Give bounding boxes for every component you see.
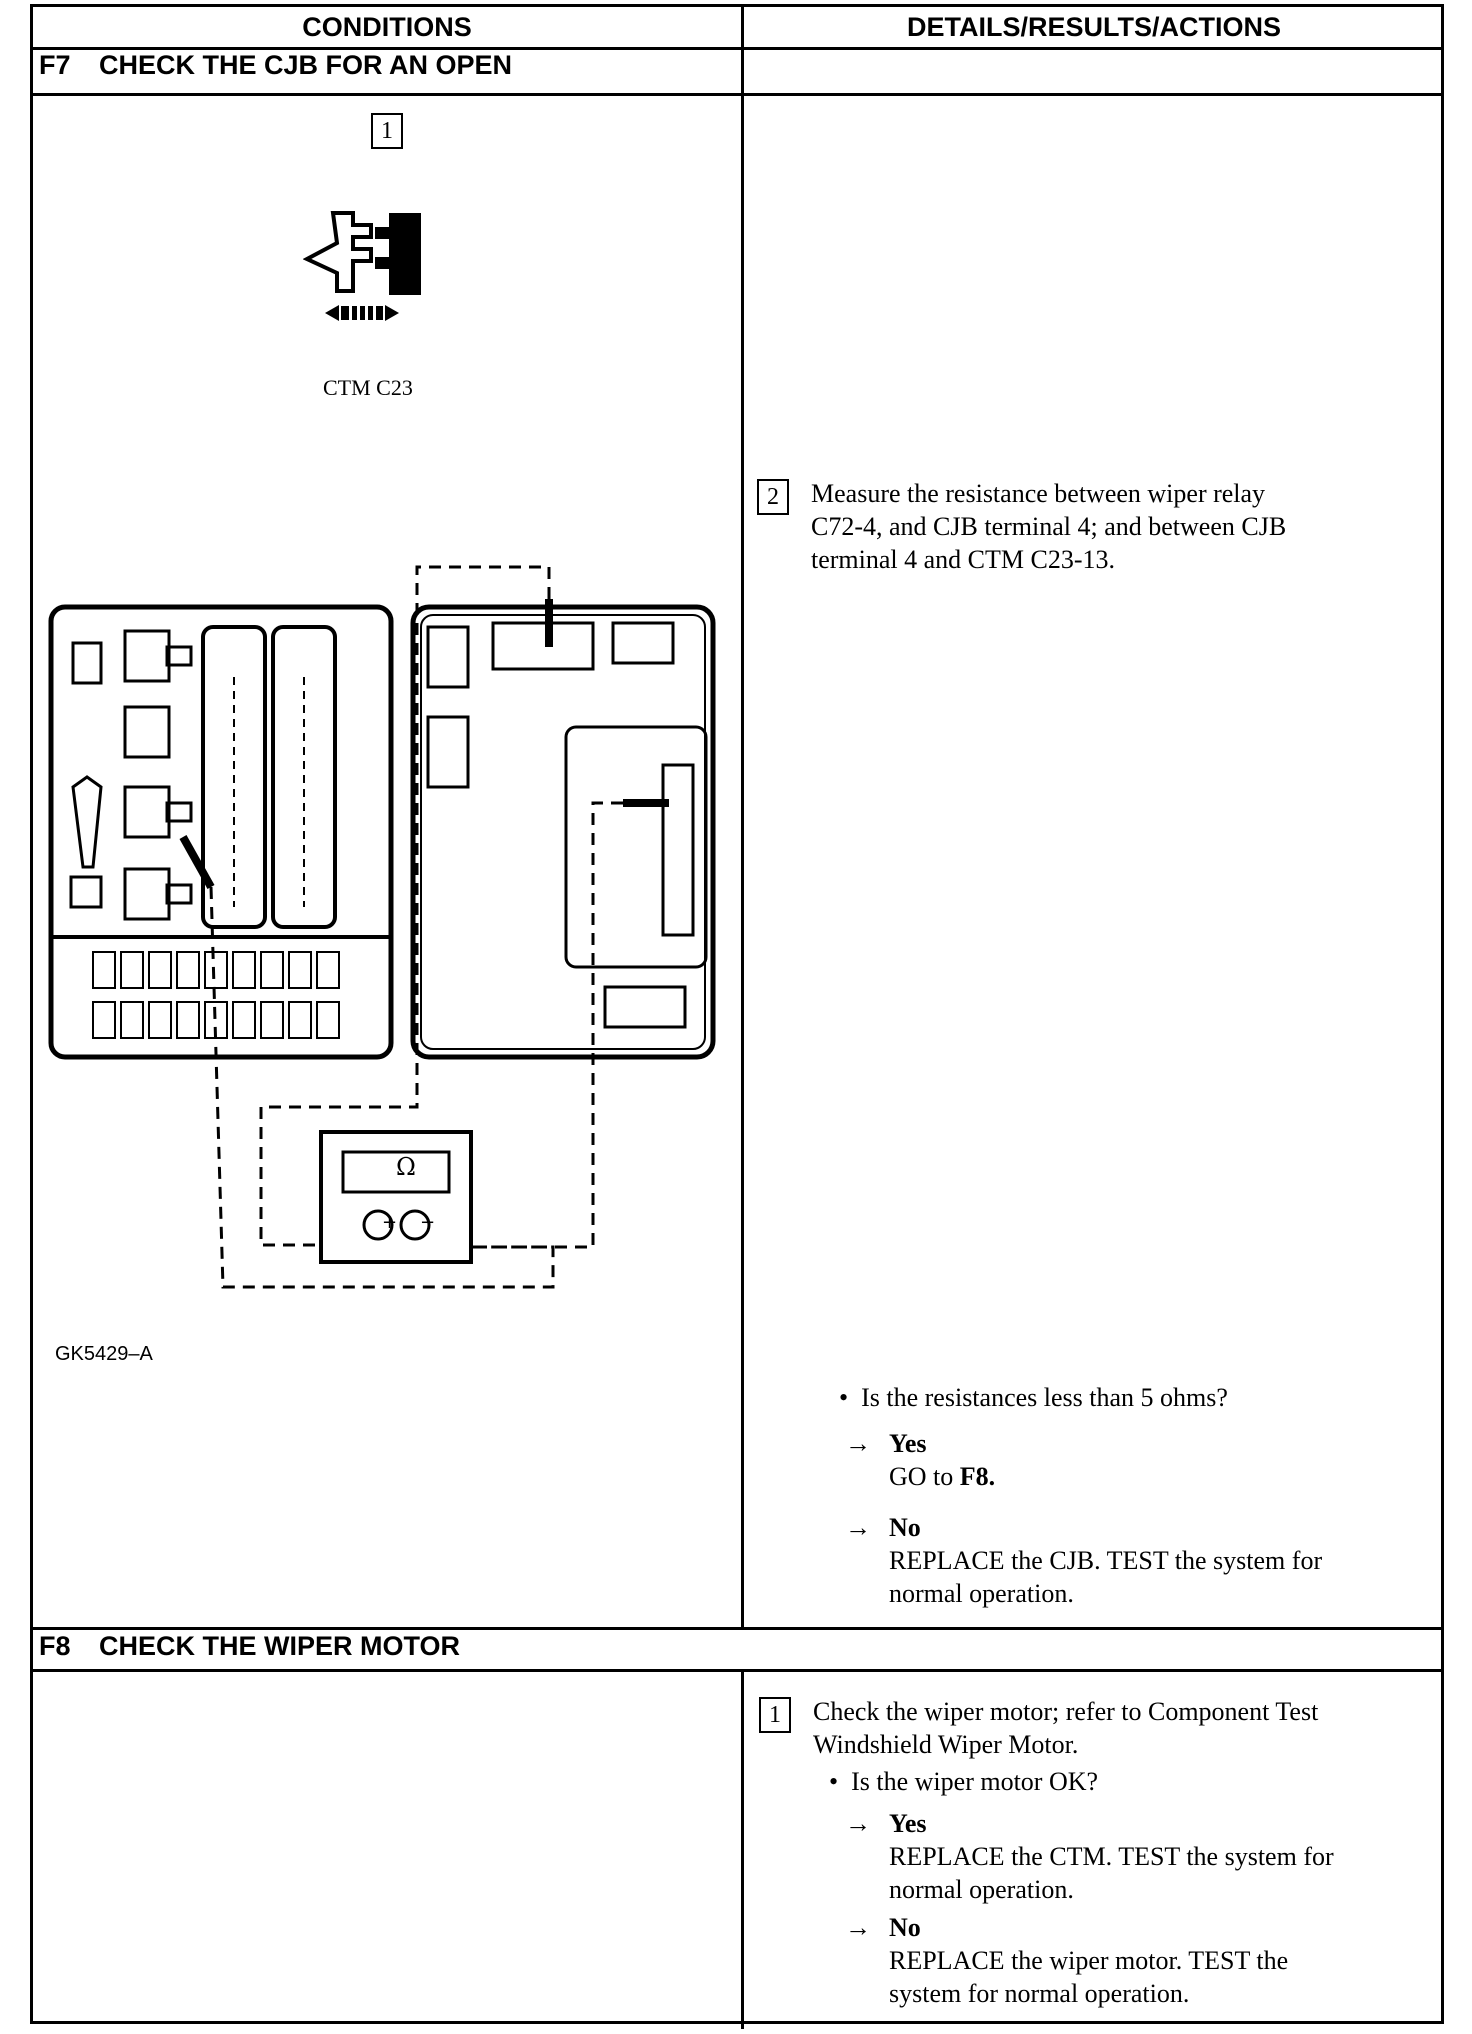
f7-title: CHECK THE CJB FOR AN OPEN bbox=[99, 50, 513, 80]
cjb-rear-view bbox=[410, 599, 716, 1060]
f8-no-branch: → No bbox=[845, 1911, 921, 1944]
cjb-wiring-diagram bbox=[48, 565, 716, 1289]
cjb-front-view bbox=[48, 604, 394, 1060]
ohm-symbol: Ω bbox=[396, 1153, 416, 1181]
f7-question: • Is the resistances less than 5 ohms? bbox=[839, 1381, 1228, 1414]
f8-no-action: REPLACE the wiper motor. TEST the system… bbox=[889, 1944, 1288, 2010]
f7-step2-line1: Measure the resistance between wiper rel… bbox=[811, 479, 1266, 508]
right-arrow-icon: → bbox=[845, 1513, 871, 1542]
f8-step1-text: Check the wiper motor; refer to Componen… bbox=[813, 1695, 1318, 1761]
bullet-icon: • bbox=[839, 1383, 862, 1412]
f7-step2-line3: terminal 4 and CTM C23-13. bbox=[811, 545, 1116, 574]
f8-question-text: Is the wiper motor OK? bbox=[851, 1767, 1099, 1796]
f8-question: • Is the wiper motor OK? bbox=[829, 1765, 1098, 1798]
f7-no-action-line2: normal operation. bbox=[889, 1579, 1074, 1608]
connector-icon bbox=[303, 211, 421, 321]
column-divider bbox=[741, 7, 744, 1627]
right-arrow-icon: → bbox=[845, 1429, 871, 1458]
f7-title-divider bbox=[33, 93, 1441, 96]
f8-step1-box: 1 bbox=[759, 1697, 791, 1733]
f7-yes-action-link[interactable]: F8. bbox=[959, 1462, 996, 1491]
f8-code: F8 bbox=[39, 1631, 71, 1661]
f8-yes-label: Yes bbox=[889, 1809, 927, 1838]
f8-title-divider bbox=[33, 1669, 1441, 1672]
test-leads bbox=[209, 565, 623, 1289]
f8-step1-line2: Windshield Wiper Motor. bbox=[813, 1730, 1079, 1759]
f7-no-action: REPLACE the CJB. TEST the system for nor… bbox=[889, 1544, 1322, 1610]
header-divider bbox=[33, 47, 1441, 50]
connector-caption: CTM C23 bbox=[323, 375, 413, 400]
f8-top-divider bbox=[33, 1627, 1441, 1630]
f7-section-title: F7 CHECK THE CJB FOR AN OPEN bbox=[39, 50, 512, 81]
f7-code: F7 bbox=[39, 50, 71, 80]
bullet-icon: • bbox=[829, 1767, 852, 1796]
f8-no-action-line1: REPLACE the wiper motor. TEST the bbox=[889, 1946, 1289, 1975]
f7-step1-box: 1 bbox=[371, 113, 403, 149]
f8-column-divider bbox=[741, 1669, 744, 2029]
f7-no-action-line1: REPLACE the CJB. TEST the system for bbox=[889, 1546, 1323, 1575]
f8-yes-action-line1: REPLACE the CTM. TEST the system for bbox=[889, 1842, 1334, 1871]
f8-title: CHECK THE WIPER MOTOR bbox=[99, 1631, 461, 1661]
f8-yes-action-line2: normal operation. bbox=[889, 1875, 1074, 1904]
conditions-header: CONDITIONS bbox=[302, 12, 472, 42]
multimeter-icon bbox=[319, 1130, 473, 1264]
f7-step2-line2: C72-4, and CJB terminal 4; and between C… bbox=[811, 512, 1287, 541]
f7-step2-text: Measure the resistance between wiper rel… bbox=[811, 477, 1286, 576]
figure-id: GK5429–A bbox=[55, 1343, 153, 1365]
f8-step1-line1: Check the wiper motor; refer to Componen… bbox=[813, 1697, 1319, 1726]
f7-step2-box: 2 bbox=[757, 479, 789, 515]
f7-question-text: Is the resistances less than 5 ohms? bbox=[861, 1383, 1228, 1412]
f7-no-branch: → No bbox=[845, 1511, 921, 1544]
f8-yes-branch: → Yes bbox=[845, 1807, 927, 1840]
f7-yes-action: GO to F8. bbox=[889, 1460, 995, 1493]
meter-minus-terminal: − bbox=[420, 1212, 436, 1233]
right-arrow-icon: → bbox=[845, 1809, 871, 1838]
f7-yes-action-prefix: GO to bbox=[889, 1462, 960, 1491]
f8-section-title: F8 CHECK THE WIPER MOTOR bbox=[39, 1631, 460, 1662]
details-header: DETAILS/RESULTS/ACTIONS bbox=[906, 12, 1281, 42]
f7-no-label: No bbox=[889, 1513, 921, 1542]
right-arrow-icon: → bbox=[845, 1913, 871, 1942]
f8-yes-action: REPLACE the CTM. TEST the system for nor… bbox=[889, 1840, 1334, 1906]
f7-yes-label: Yes bbox=[889, 1429, 927, 1458]
f8-no-label: No bbox=[889, 1913, 921, 1942]
meter-plus-terminal: + bbox=[382, 1212, 398, 1233]
f8-no-action-line2: system for normal operation. bbox=[889, 1979, 1190, 2008]
f7-yes-branch: → Yes bbox=[845, 1427, 927, 1460]
